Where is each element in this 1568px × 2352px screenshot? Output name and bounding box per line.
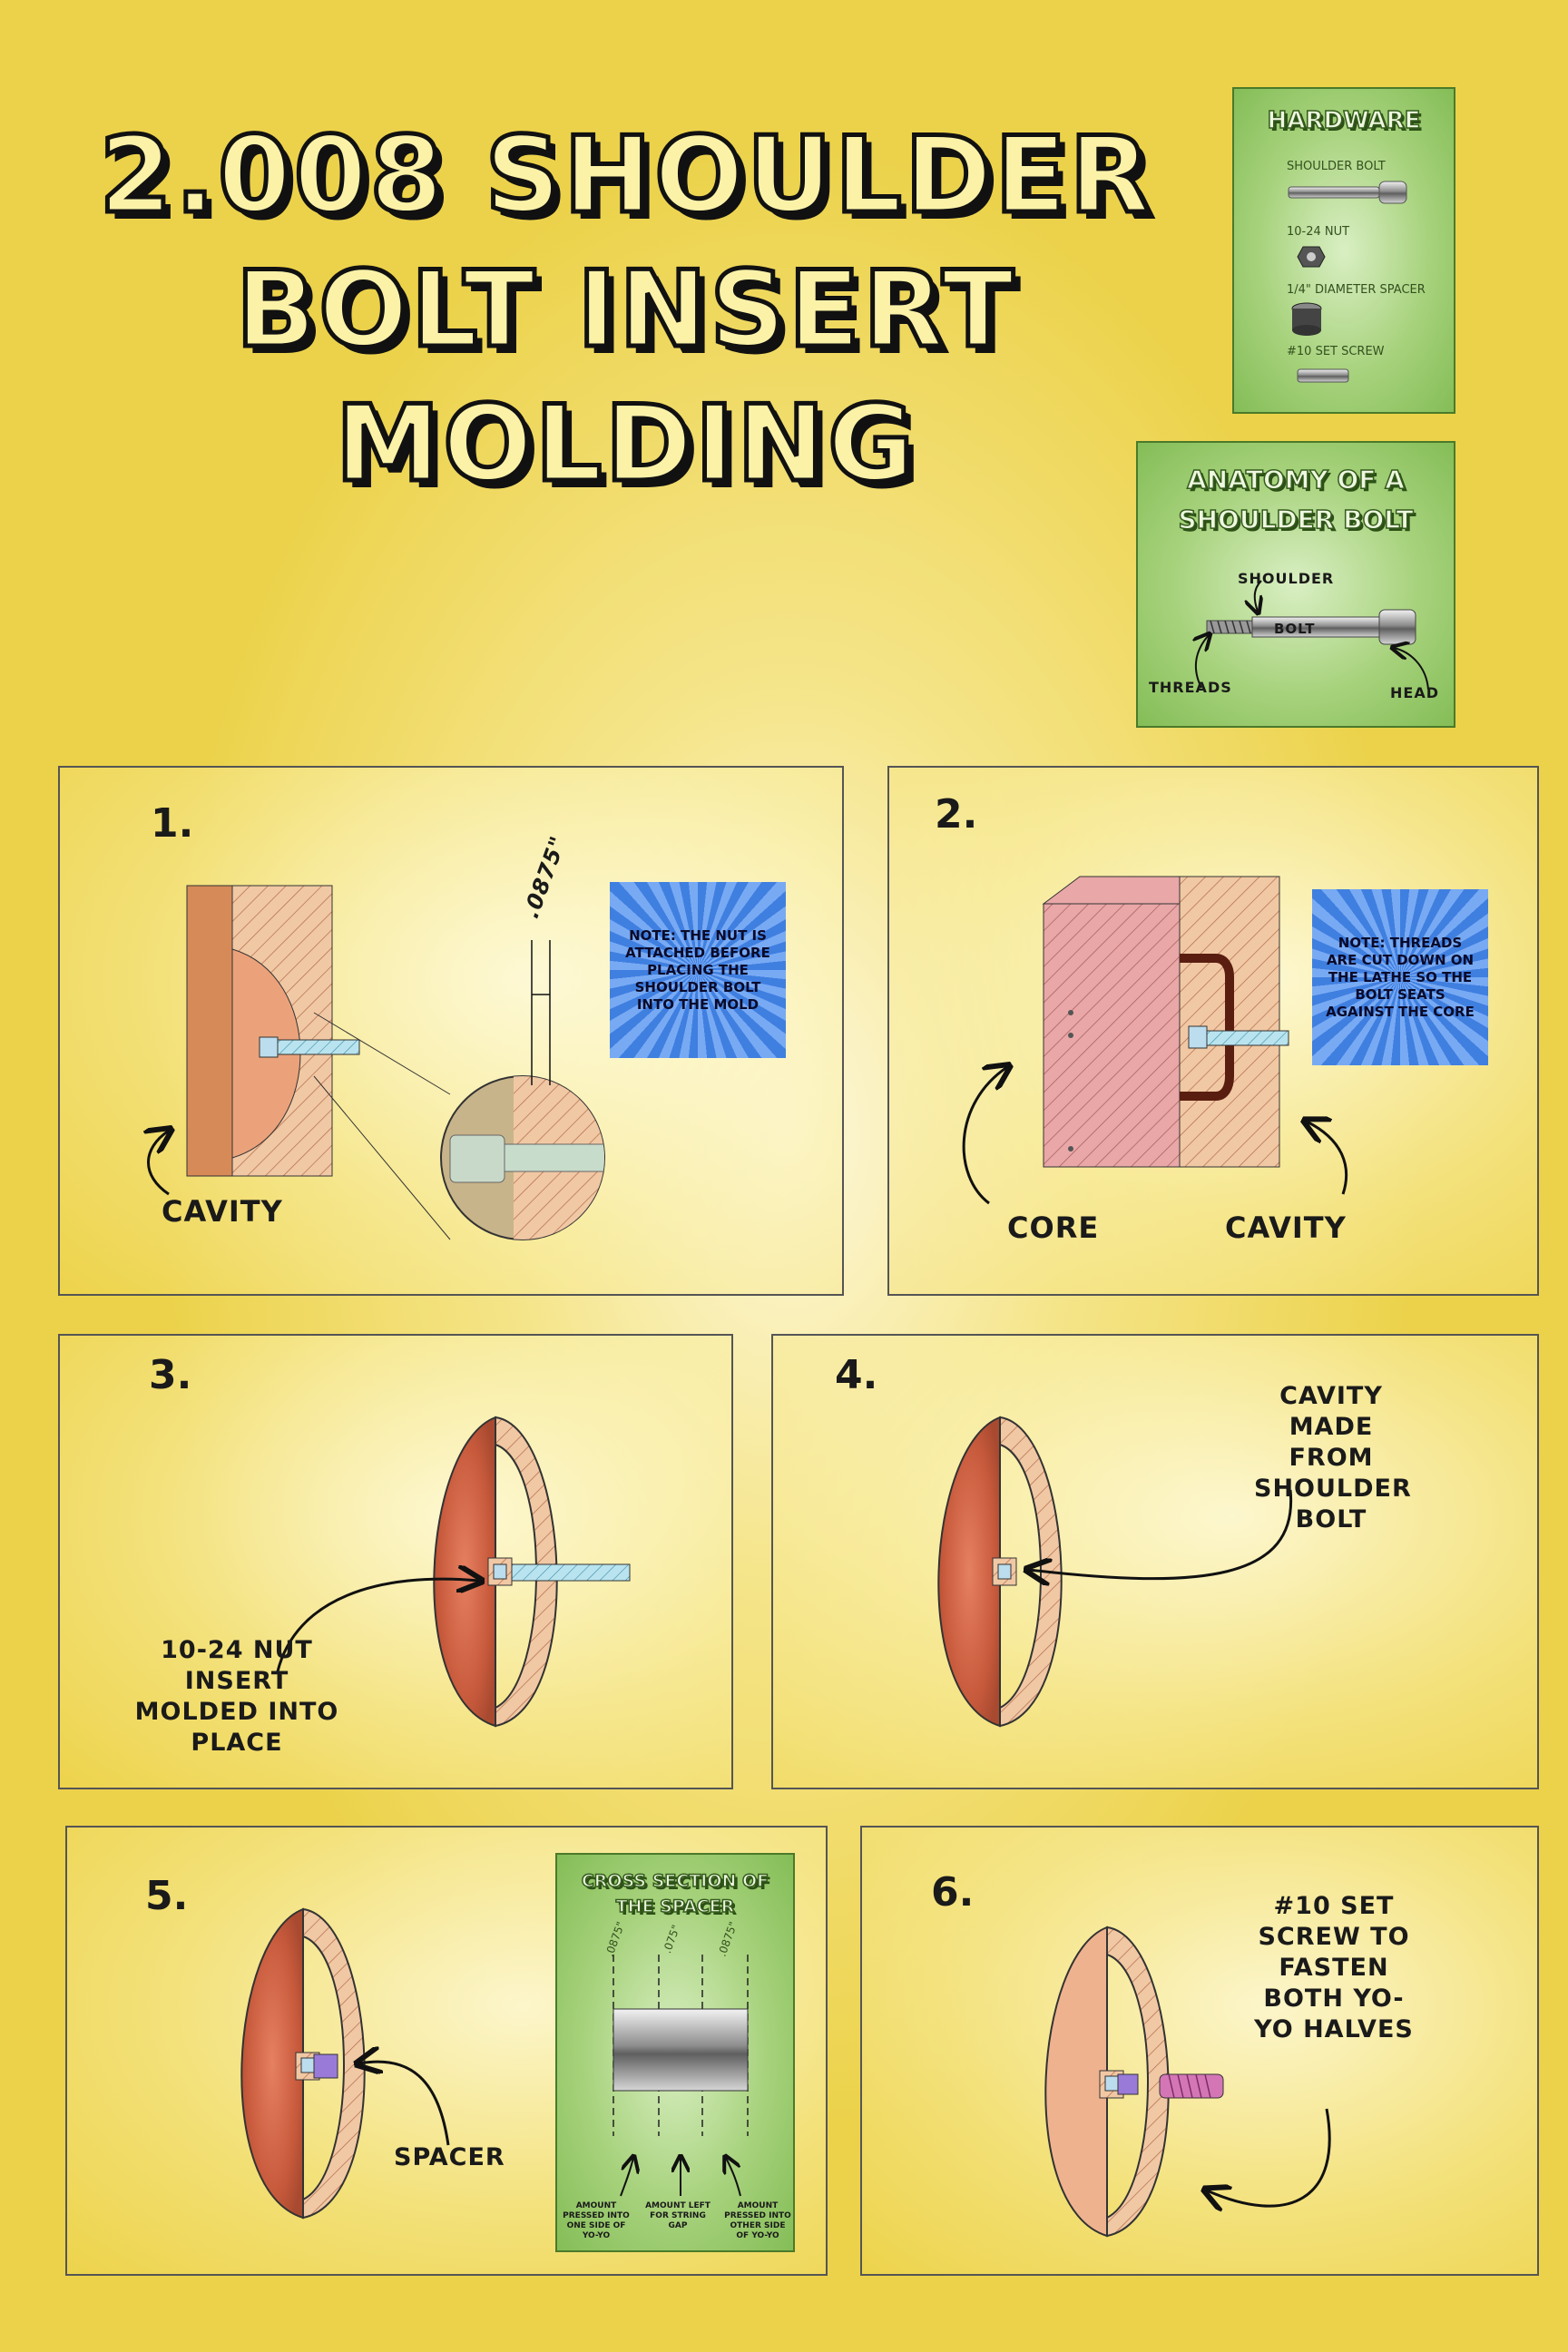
step-3-label: 10-24 NUT INSERT MOLDED INTO PLACE (134, 1636, 339, 1757)
step-6-yoyo-half (1044, 1926, 1170, 2238)
hardware-card: HARDWARE SHOULDER BOLT 10-24 NUT 1/4" DI… (1232, 87, 1455, 414)
spacer-dim-3: .0875" (715, 1919, 740, 1959)
step-2-cavity-arrow (1289, 1094, 1348, 1195)
anatomy-label-head: HEAD (1390, 684, 1439, 701)
step-3-nut-arrow (276, 1544, 514, 1672)
spacer-section-drawing (612, 1955, 749, 2136)
hardware-item-nut: 10-24 NUT (1287, 225, 1350, 239)
spacer-cross-section-card: CROSS SECTION OF THE SPACER .0875" .075"… (555, 1853, 795, 2252)
nut-icon (1297, 246, 1326, 268)
step-5-number: 5. (145, 1873, 189, 1919)
anatomy-title-line-1: ANATOMY OF A (1186, 464, 1405, 495)
step-4-yoyo-half (937, 1416, 1063, 1728)
anatomy-card: ANATOMY OF A SHOULDER BOLT SHOULDER BOLT… (1136, 441, 1455, 728)
step-5-label: SPACER (394, 2143, 505, 2171)
title-line-2: BOLT INSERT (233, 247, 1017, 374)
spacer-annotation-arrows (620, 2154, 741, 2197)
anatomy-label-threads: THREADS (1149, 679, 1232, 696)
head-arrow (1383, 630, 1429, 691)
step-2-core-arrow (962, 1031, 1044, 1205)
hardware-item-set-screw: #10 SET SCREW (1287, 345, 1385, 358)
set-screw-icon (1297, 368, 1349, 383)
anatomy-label-bolt: BOLT (1274, 621, 1316, 637)
step-6-screw-arrow (1189, 2108, 1331, 2245)
step-2-mold-drawing (1042, 876, 1289, 1168)
title-line-3: MOLDING (333, 381, 917, 508)
spacer-annotation-2: AMOUNT LEFT FOR STRING GAP (645, 2201, 710, 2230)
step-1-dimension (531, 940, 551, 1085)
step-2-note: NOTE: THREADS ARE CUT DOWN ON THE LATHE … (1312, 889, 1488, 1065)
anatomy-label-shoulder: SHOULDER (1238, 570, 1335, 587)
step-6-number: 6. (931, 1869, 975, 1916)
spacer-annotation-1: AMOUNT PRESSED INTO ONE SIDE OF YO-YO (563, 2201, 630, 2240)
step-2-label-core: CORE (1007, 1210, 1100, 1245)
step-1-label-cavity: CAVITY (162, 1194, 283, 1229)
hardware-title: HARDWARE (1267, 106, 1421, 135)
step-2-panel: 2. NOTE: THREADS ARE CUT DOWN ON THE LAT… (887, 766, 1539, 1296)
step-1-cavity-arrow (132, 1112, 241, 1196)
step-3-number: 3. (149, 1352, 192, 1398)
spacer-annotation-3: AMOUNT PRESSED INTO OTHER SIDE OF YO-YO (724, 2201, 791, 2240)
title-line-1: 2.008 SHOULDER (97, 113, 1153, 240)
step-2-number: 2. (935, 791, 978, 838)
step-4-number: 4. (835, 1352, 878, 1398)
hardware-item-shoulder-bolt: SHOULDER BOLT (1287, 160, 1386, 173)
set-screw-drawing (1159, 2073, 1224, 2099)
step-5-spacer-arrow (330, 2009, 450, 2146)
anatomy-title-line-2: SHOULDER BOLT (1178, 504, 1415, 535)
step-1-mold-drawing (186, 885, 451, 1240)
shoulder-bolt-icon (1288, 181, 1407, 204)
hardware-item-spacer: 1/4" DIAMETER SPACER (1287, 283, 1426, 297)
spacer-dim-1: .0875" (603, 1919, 628, 1959)
step-6-panel: 6. #10 SET SCREW TO FASTEN BOTH YO-YO HA… (860, 1826, 1539, 2276)
step-4-label: CAVITY MADE FROM SHOULDER BOLT (1254, 1382, 1412, 1534)
step-1-number: 1. (151, 800, 194, 847)
step-5-panel: 5. SPACER CROSS SECTION OF THE SPACER .0… (65, 1826, 828, 2276)
spacer-icon (1291, 302, 1322, 336)
step-4-cavity-arrow (1018, 1489, 1293, 1635)
page-title: 2.008 SHOULDER BOLT INSERT MOLDING (82, 109, 1171, 512)
step-5-yoyo-half (240, 1907, 366, 2220)
step-4-panel: 4. CAVITY MADE FROM SHOULDER BOLT (771, 1334, 1539, 1789)
step-1-note: NOTE: THE NUT IS ATTACHED BEFORE PLACING… (610, 882, 786, 1058)
spacer-title-line-1: CROSS SECTION OF (581, 1870, 769, 1892)
threads-arrow (1183, 624, 1238, 689)
step-2-note-text: NOTE: THREADS ARE CUT DOWN ON THE LATHE … (1326, 934, 1475, 1020)
step-3-panel: 3. 10-24 NUT INSERT MOLDED INTO PLACE (58, 1334, 733, 1789)
step-6-label: #10 SET SCREW TO FASTEN BOTH YO-YO HALVE… (1254, 1892, 1414, 2043)
spacer-title-line-2: THE SPACER (615, 1896, 735, 1917)
step-1-zoom-inset (440, 1075, 605, 1240)
spacer-dim-2: .075" (661, 1923, 683, 1955)
step-1-panel: 1. .0875" NOTE: THE NUT IS ATTACHED BEFO… (58, 766, 844, 1296)
step-1-note-text: NOTE: THE NUT IS ATTACHED BEFORE PLACING… (625, 926, 770, 1013)
step-2-label-cavity: CAVITY (1225, 1210, 1347, 1245)
